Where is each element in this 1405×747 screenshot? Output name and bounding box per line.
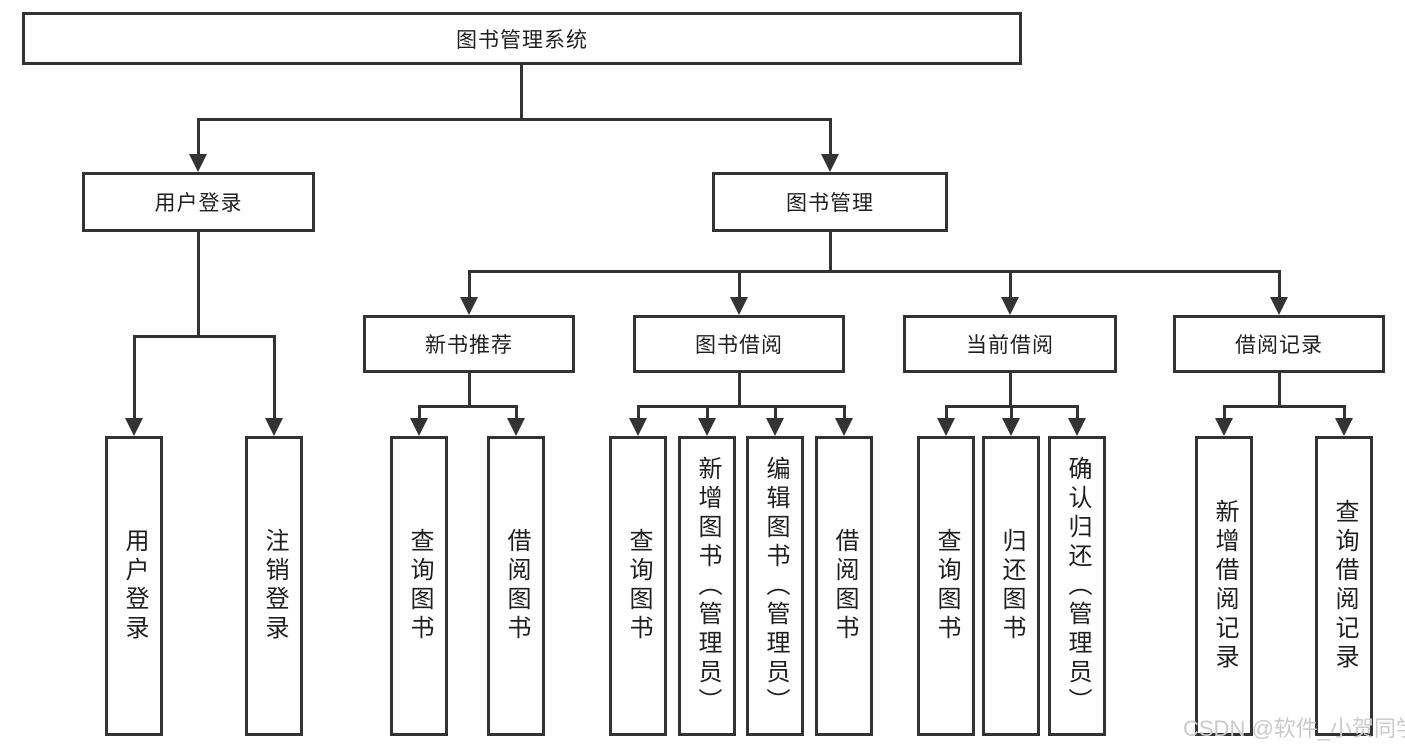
connector-line	[1343, 405, 1346, 418]
connector-line	[418, 405, 421, 418]
leaf-confirm-return-admin-label: 确认归还︵管理员︶	[1064, 455, 1091, 717]
connector-line	[1223, 405, 1346, 408]
connector-line	[945, 405, 948, 418]
leaf-borrow-books-recommend-label: 借阅图书	[503, 528, 530, 644]
leaf-user-login-label: 用户登录	[121, 528, 148, 644]
connector-line	[1076, 405, 1079, 418]
arrow-down-icon	[460, 297, 478, 315]
leaf-borrow-books-recommend: 借阅图书	[487, 436, 545, 736]
arrow-down-icon	[1068, 418, 1086, 436]
leaf-add-books-admin: 新增图书︵管理员︶	[678, 436, 736, 736]
leaf-query-books-borrow-label: 查询图书	[625, 528, 652, 644]
leaf-return-books: 归还图书	[982, 436, 1040, 736]
arrow-down-icon	[937, 418, 955, 436]
connector-line	[1009, 373, 1012, 405]
leaf-borrow-books: 借阅图书	[815, 436, 873, 736]
arrow-down-icon	[821, 154, 839, 172]
connector-line	[520, 65, 523, 118]
leaf-user-login: 用户登录	[105, 436, 163, 736]
arrow-down-icon	[1335, 418, 1353, 436]
leaf-edit-books-admin: 编辑图书︵管理员︶	[746, 436, 804, 736]
arrow-down-icon	[189, 154, 207, 172]
connector-line	[843, 405, 846, 418]
connector-line	[133, 335, 136, 418]
arrow-down-icon	[410, 418, 428, 436]
connector-line	[468, 373, 471, 405]
connector-line	[1010, 405, 1013, 418]
connector-line	[1223, 405, 1226, 418]
leaf-logout-label: 注销登录	[261, 528, 288, 644]
node-book-management-label: 图书管理	[786, 192, 874, 215]
connector-line	[197, 118, 832, 121]
leaf-add-borrow-record: 新增借阅记录	[1195, 436, 1253, 736]
arrow-down-icon	[629, 418, 647, 436]
connector-line	[738, 270, 741, 297]
arrow-down-icon	[507, 418, 525, 436]
connector-line	[197, 118, 200, 154]
arrow-down-icon	[1001, 297, 1019, 315]
node-book-management: 图书管理	[712, 172, 948, 232]
leaf-borrow-books-label: 借阅图书	[831, 528, 858, 644]
node-new-book-recommend: 新书推荐	[363, 315, 575, 373]
connector-line	[829, 232, 832, 270]
leaf-query-books-current-label: 查询图书	[933, 528, 960, 644]
node-user-login: 用户登录	[82, 172, 315, 232]
leaf-logout: 注销登录	[245, 436, 303, 736]
node-root-label: 图书管理系统	[456, 28, 588, 52]
leaf-query-books-recommend-label: 查询图书	[406, 528, 433, 644]
leaf-add-borrow-record-label: 新增借阅记录	[1211, 499, 1238, 673]
connector-line	[468, 270, 1281, 273]
connector-line	[197, 232, 200, 335]
node-user-login-label: 用户登录	[154, 192, 243, 215]
node-borrow-records-label: 借阅记录	[1235, 334, 1323, 357]
leaf-add-books-admin-label: 新增图书︵管理员︶	[694, 455, 721, 717]
leaf-query-borrow-record: 查询借阅记录	[1315, 436, 1373, 736]
connector-line	[1278, 373, 1281, 405]
arrow-down-icon	[125, 418, 143, 436]
node-book-borrow-label: 图书借阅	[695, 334, 783, 357]
node-root: 图书管理系统	[22, 12, 1022, 65]
leaf-query-borrow-record-label: 查询借阅记录	[1331, 499, 1358, 673]
connector-line	[706, 405, 709, 418]
arrow-down-icon	[766, 418, 784, 436]
watermark: CSDN @软件_小贺同学	[1183, 716, 1405, 741]
arrow-down-icon	[1215, 418, 1233, 436]
arrow-down-icon	[265, 418, 283, 436]
node-current-borrow: 当前借阅	[903, 315, 1117, 373]
leaf-return-books-label: 归还图书	[998, 528, 1025, 644]
leaf-query-books-borrow: 查询图书	[609, 436, 667, 736]
connector-line	[468, 270, 471, 297]
connector-line	[829, 118, 832, 154]
connector-line	[133, 335, 276, 338]
connector-line	[637, 405, 846, 408]
connector-line	[515, 405, 518, 418]
arrow-down-icon	[730, 297, 748, 315]
leaf-edit-books-admin-label: 编辑图书︵管理员︶	[762, 455, 789, 717]
connector-line	[273, 335, 276, 418]
arrow-down-icon	[835, 418, 853, 436]
arrow-down-icon	[1002, 418, 1020, 436]
node-new-book-recommend-label: 新书推荐	[425, 334, 513, 357]
node-current-borrow-label: 当前借阅	[966, 334, 1054, 357]
arrow-down-icon	[1270, 297, 1288, 315]
leaf-confirm-return-admin: 确认归还︵管理员︶	[1048, 436, 1106, 736]
connector-line	[774, 405, 777, 418]
connector-line	[1009, 270, 1012, 297]
connector-line	[738, 373, 741, 405]
node-borrow-records: 借阅记录	[1173, 315, 1385, 373]
connector-line	[1278, 270, 1281, 297]
connector-line	[418, 405, 518, 408]
node-book-borrow: 图书借阅	[633, 315, 845, 373]
connector-line	[637, 405, 640, 418]
leaf-query-books-recommend: 查询图书	[390, 436, 448, 736]
arrow-down-icon	[698, 418, 716, 436]
leaf-query-books-current: 查询图书	[917, 436, 975, 736]
